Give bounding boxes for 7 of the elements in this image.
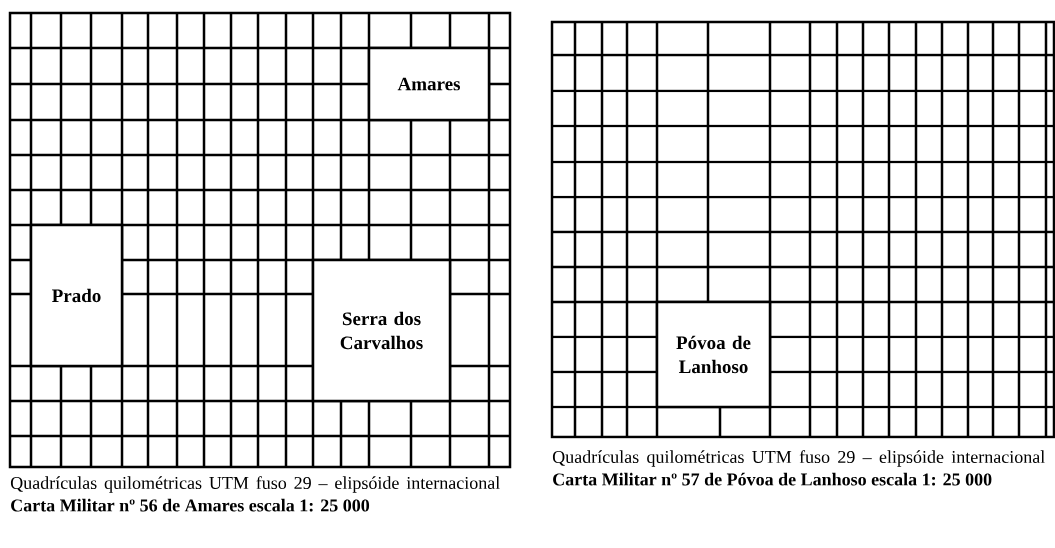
place-name-box: Prado [29, 223, 124, 368]
node-label: Quadrículas quilométricas UTM fuso 29 – elipsóide internacional Carta Militar nº 57 de Póvoa de Lanhoso escala 1: 25 000 [552, 450, 1045, 486]
place-name-box: Póvoa de Lanhoso [655, 300, 772, 409]
place-name-box: Serra dos Carvalhos [311, 258, 452, 403]
grid-drawing [550, 20, 1055, 439]
node-label: Quadrículas quilométricas UTM fuso 29 – elipsóide internacional Carta Militar nº 56 de Amares escala 1: 25 000 [10, 476, 500, 512]
place-name-box: Amares [367, 46, 491, 122]
